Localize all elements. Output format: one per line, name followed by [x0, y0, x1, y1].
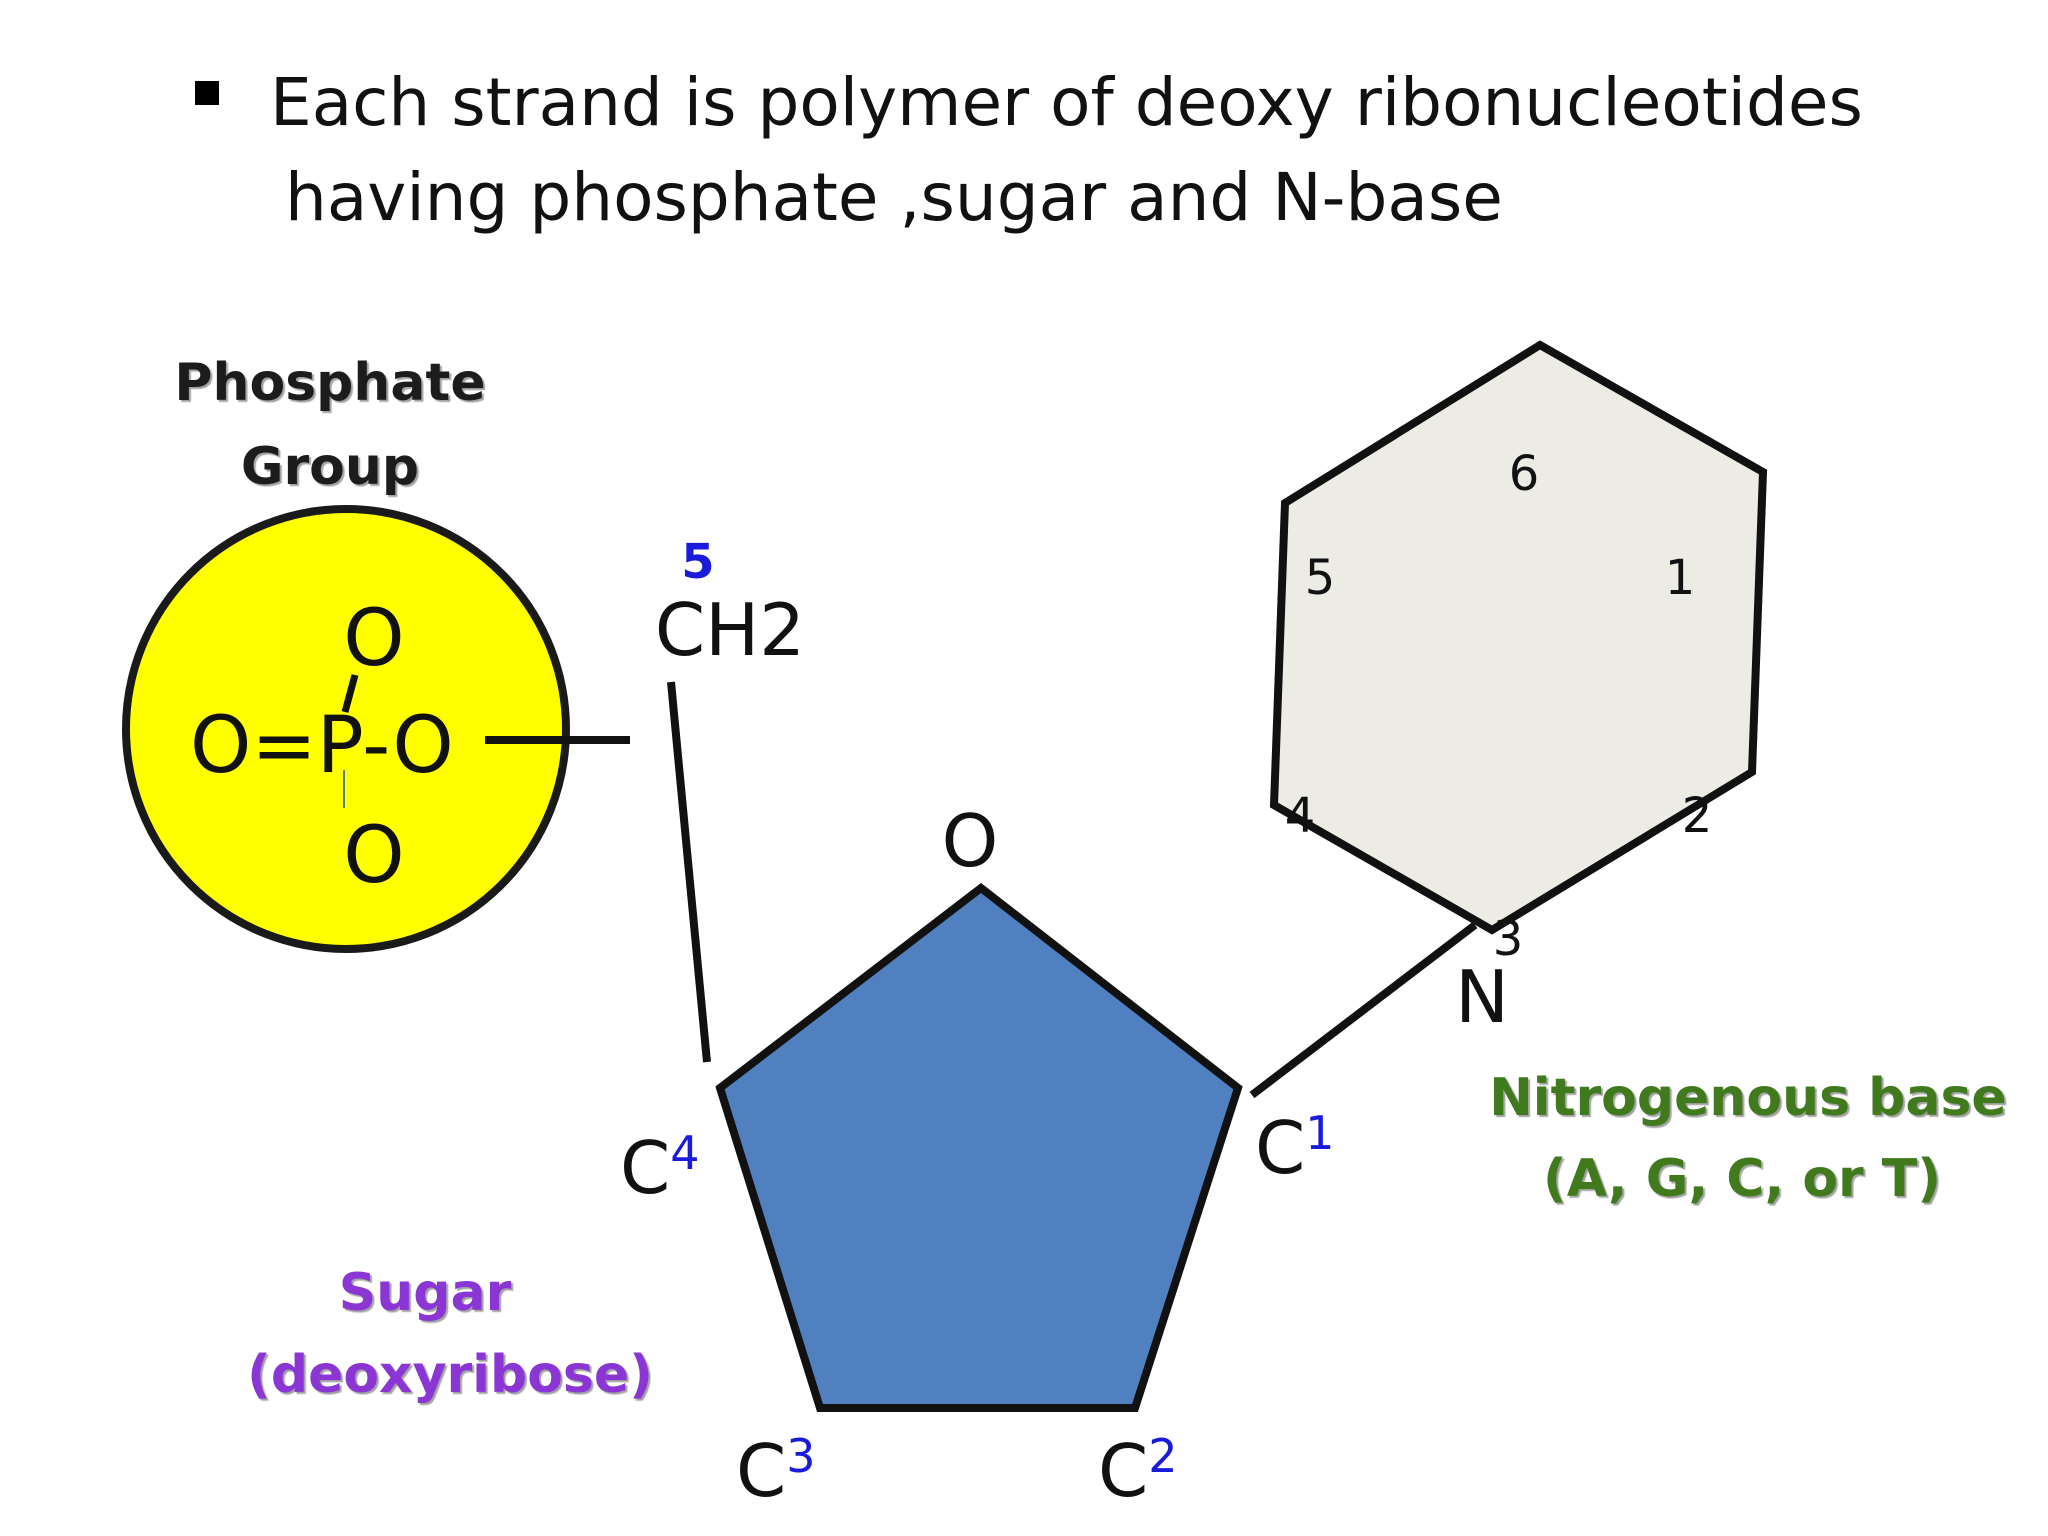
base-position-3: 3 — [1493, 911, 1524, 967]
ch2-c4-bond — [667, 681, 711, 1063]
phosphate-top-bond — [341, 674, 359, 713]
sugar-label-line-1: Sugar — [339, 1263, 512, 1323]
base-position-4: 4 — [1285, 788, 1316, 844]
phosphate-title-line-1: Phosphate — [174, 353, 485, 413]
phosphate-bottom-oxygen: O — [343, 811, 404, 901]
base-hexagon — [1269, 340, 1768, 935]
phosphate-top-oxygen: O — [343, 594, 404, 684]
c1-nitrogen-bond — [1249, 921, 1478, 1099]
base-label-line-2: (A, G, C, or T) — [1543, 1149, 1941, 1209]
ring-oxygen-label: O — [942, 799, 999, 883]
carbon-3-label: C3 — [736, 1429, 816, 1513]
base-position-1: 1 — [1665, 550, 1696, 606]
bullet-text-line-2: having phosphate ,sugar and N-base — [285, 159, 1503, 236]
phosphate-title-line-2: Group — [241, 437, 419, 497]
base-nitrogen-label: N — [1455, 955, 1509, 1039]
base-position-6: 6 — [1509, 446, 1540, 502]
carbon-3-superscript: 3 — [786, 1429, 815, 1483]
sugar-pentagon — [715, 882, 1243, 1412]
ch2-position-number: 5 — [681, 534, 714, 590]
phosphate-circle — [122, 505, 570, 953]
base-position-2: 2 — [1682, 788, 1713, 844]
phosphate-formula: O=P-O — [190, 701, 454, 791]
carbon-2-label: C2 — [1098, 1429, 1178, 1513]
ch2-label: CH2 — [655, 588, 805, 672]
carbon-1-superscript: 1 — [1305, 1106, 1334, 1160]
bullet-square-icon — [195, 81, 219, 105]
base-label-line-1: Nitrogenous base — [1489, 1068, 2006, 1128]
base-position-5: 5 — [1305, 550, 1336, 606]
sugar-label-line-2: (deoxyribose) — [247, 1345, 653, 1405]
carbon-2-superscript: 2 — [1148, 1429, 1177, 1483]
bullet-text-line-1: Each strand is polymer of deoxy ribonucl… — [270, 64, 1863, 141]
carbon-4-superscript: 4 — [670, 1126, 699, 1180]
carbon-1-label: C1 — [1255, 1106, 1335, 1190]
carbon-4-label: C4 — [620, 1126, 700, 1210]
